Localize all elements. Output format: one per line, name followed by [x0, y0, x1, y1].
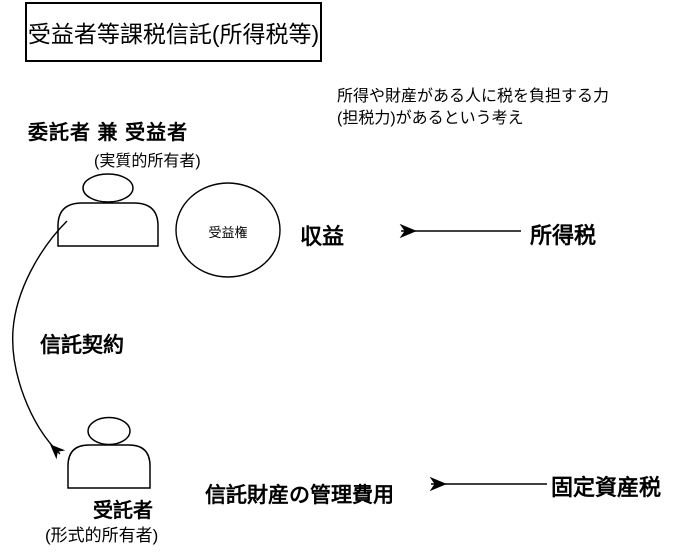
trustee-body [67, 444, 151, 489]
trustee-person-icon [67, 416, 151, 489]
title-box: 受益者等課税信託(所得税等) [25, 2, 322, 62]
note-line-2: (担税力)があるという考え [337, 110, 524, 127]
settlor-sublabel: (実質的所有者) [94, 153, 201, 170]
page-title: 受益者等課税信託(所得税等) [27, 21, 320, 47]
management-cost-label: 信託財産の管理費用 [205, 484, 394, 507]
income-label: 収益 [300, 224, 345, 249]
settlor-person-icon [57, 173, 159, 247]
trust-contract-label: 信託契約 [40, 334, 124, 357]
settlor-head [82, 173, 134, 203]
taxability-note: 所得や財産がある人に税を負担する力 (担税力)があるという考え [337, 86, 609, 130]
note-line-1: 所得や財産がある人に税を負担する力 [337, 88, 610, 105]
trustee-sublabel: (形式的所有者) [45, 526, 159, 545]
trustee-head [87, 416, 131, 446]
beneficiary-right-label: 受益権 [208, 225, 248, 240]
settlor-label: 委託者 兼 受益者 [28, 122, 189, 144]
beneficiary-right-circle [175, 182, 281, 278]
income-tax-label: 所得税 [530, 223, 597, 248]
trust-contract-arrow [12, 220, 68, 460]
property-tax-label: 固定資産税 [551, 475, 662, 500]
trustee-label: 受託者 [93, 500, 153, 522]
settlor-body [57, 202, 159, 247]
